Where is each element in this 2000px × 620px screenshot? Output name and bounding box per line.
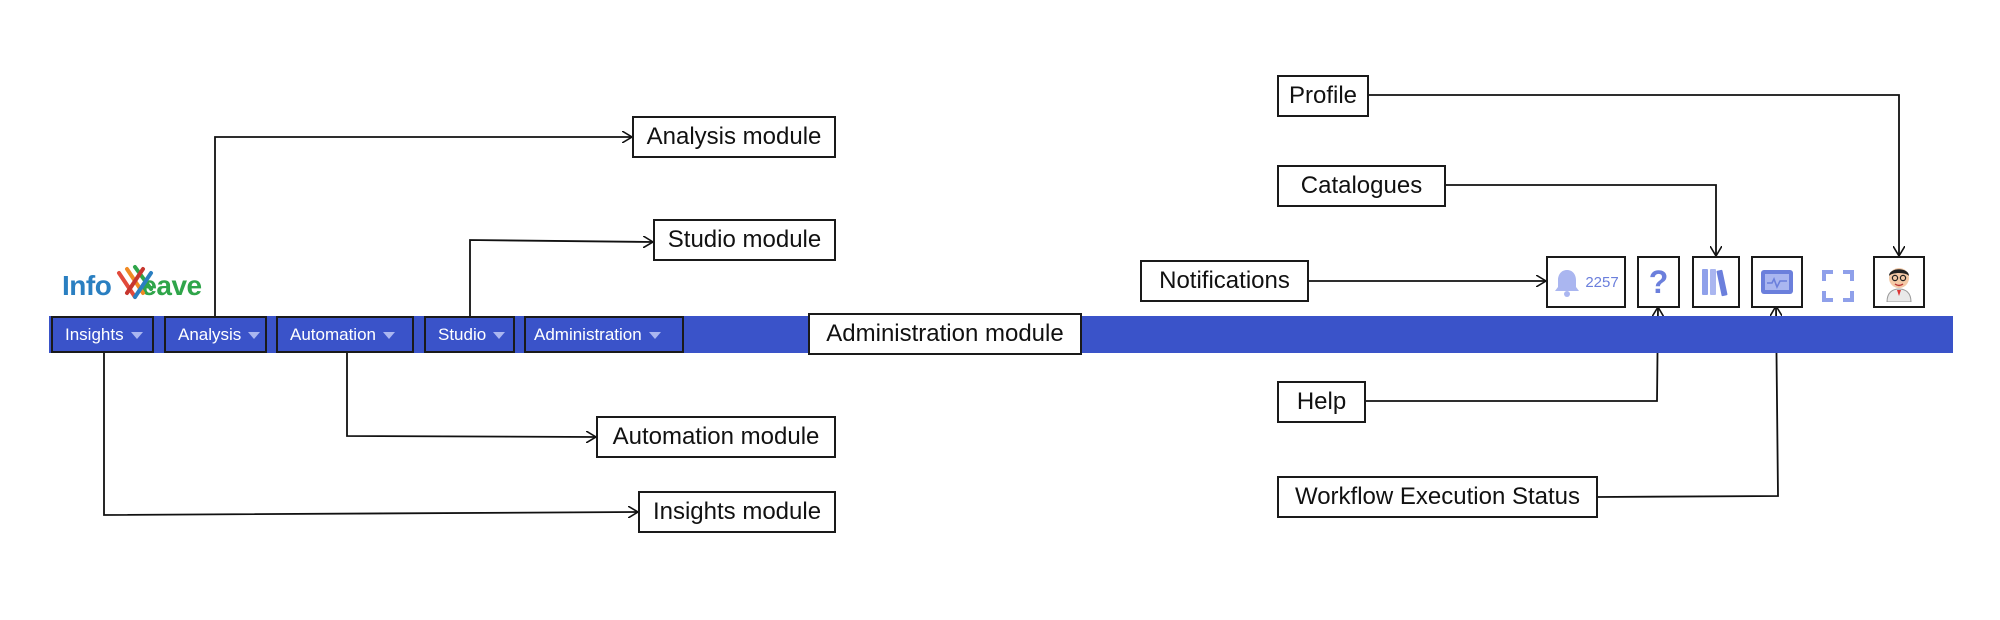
callout-analysis-module: Analysis module (632, 116, 836, 158)
callout-workflow-execution-status: Workflow Execution Status (1277, 476, 1598, 518)
callout-studio-module-text: Studio module (667, 226, 822, 253)
callout-insights-module-text: Insights module (652, 498, 822, 525)
nav-insights[interactable]: Insights (51, 316, 154, 353)
nav-insights-label: Insights (65, 324, 124, 344)
monitor-icon (1761, 270, 1793, 294)
nav-automation-label: Automation (290, 324, 376, 344)
notifications-button[interactable]: 2257 (1546, 256, 1626, 308)
catalogue-icon (1702, 269, 1728, 297)
chevron-down-icon (248, 332, 261, 339)
help-icon: ? (1648, 263, 1669, 300)
callout-administration-module: Administration module (808, 313, 1082, 355)
callout-automation-module: Automation module (596, 416, 836, 458)
callout-automation-module-text: Automation module (612, 423, 820, 450)
help-button[interactable]: ? (1637, 256, 1680, 308)
catalogues-button[interactable] (1692, 256, 1740, 308)
callout-analysis-module-text: Analysis module (646, 123, 822, 150)
chevron-down-icon (130, 332, 143, 339)
fullscreen-icon (1822, 270, 1854, 302)
nav-studio-label: Studio (438, 324, 487, 344)
profile-button[interactable] (1873, 256, 1925, 308)
chevron-down-icon (493, 332, 506, 339)
callout-insights-module: Insights module (638, 491, 836, 533)
callout-catalogues-text: Catalogues (1300, 172, 1423, 199)
callout-administration-module-text: Administration module (826, 320, 1064, 347)
callout-help: Help (1277, 381, 1366, 423)
callout-studio-module: Studio module (653, 219, 836, 261)
nav-automation[interactable]: Automation (276, 316, 414, 353)
callout-profile: Profile (1277, 75, 1369, 117)
workflow-status-button[interactable] (1751, 256, 1803, 308)
callout-workflow-execution-status-text: Workflow Execution Status (1294, 483, 1580, 510)
callout-notifications-text: Notifications (1159, 267, 1290, 294)
logo-mark-icon (117, 265, 153, 299)
nav-studio[interactable]: Studio (424, 316, 515, 353)
bell-icon (1555, 270, 1580, 297)
nav-administration[interactable]: Administration (524, 316, 684, 353)
avatar (1886, 268, 1912, 302)
fullscreen-button[interactable] (1822, 270, 1854, 302)
chevron-down-icon (648, 332, 661, 339)
callout-notifications: Notifications (1140, 260, 1309, 302)
nav-analysis-label: Analysis (178, 324, 242, 344)
callout-profile-text: Profile (1288, 82, 1358, 109)
nav-analysis[interactable]: Analysis (164, 316, 267, 353)
callout-catalogues: Catalogues (1277, 165, 1446, 207)
notification-count: 2257 (1585, 273, 1619, 291)
chevron-down-icon (383, 332, 395, 339)
callout-help-text: Help (1296, 388, 1347, 415)
nav-administration-label: Administration (534, 324, 642, 344)
logo-text-part1: Info (62, 270, 112, 301)
